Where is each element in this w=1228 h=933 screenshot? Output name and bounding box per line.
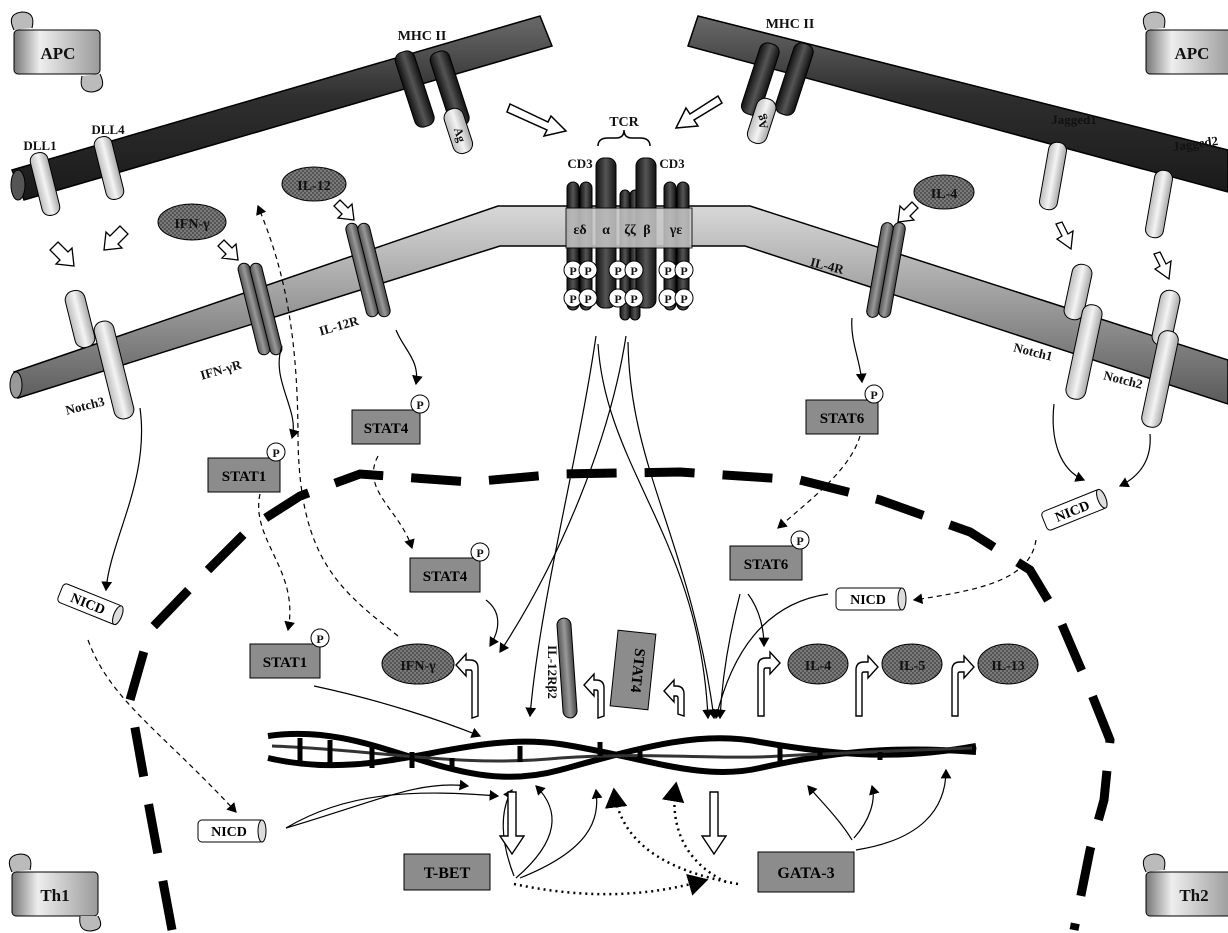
notch3-label: Notch3	[64, 393, 107, 417]
chain-ed-label: εδ	[573, 223, 586, 238]
dna-helix	[268, 734, 976, 777]
svg-text:P: P	[569, 292, 576, 306]
nicd-left-cytoplasm: NICD	[57, 583, 126, 626]
scroll-th2: Th2	[1143, 854, 1228, 916]
stat6-nuclear-label: STAT6	[744, 557, 789, 573]
scroll-th1: Th1	[9, 854, 100, 931]
il12rb2-gene-product: IL-12Rβ2	[545, 618, 577, 719]
ifng-product: IFN-γ	[382, 644, 454, 684]
svg-text:P: P	[680, 264, 687, 278]
nicd-right-cytoplasm: NICD	[1041, 488, 1110, 531]
svg-text:P: P	[476, 546, 483, 560]
scroll-apc-left: APC	[11, 12, 102, 92]
scroll-apc-right: APC	[1143, 12, 1228, 74]
nicd-left-nuclear-label: NICD	[211, 825, 247, 840]
svg-text:P: P	[316, 632, 323, 646]
signal-arrows	[106, 318, 1150, 878]
il5-product-label: IL-5	[899, 659, 925, 674]
stat1-box-top: STAT1 P	[208, 443, 285, 492]
svg-text:P: P	[680, 292, 687, 306]
apc-left-label: APC	[41, 44, 76, 63]
jagged1-label: Jagged1	[1051, 112, 1097, 127]
svg-text:P: P	[664, 264, 671, 278]
il4-cytokine-top: IL-4	[914, 175, 974, 209]
mhc-right-label: MHC II	[766, 17, 815, 32]
mhc-left-label: MHC II	[398, 29, 447, 44]
il5-product: IL-5	[882, 644, 942, 684]
nicd-left-nuclear: NICD	[198, 820, 266, 842]
ifng-cytokine-top: IFN-γ	[158, 204, 226, 240]
il12rb2-label: IL-12Rβ2	[545, 645, 560, 699]
svg-text:P: P	[569, 264, 576, 278]
gata3-box: GATA-3	[758, 852, 854, 892]
arrow-dna-to-gata3	[702, 792, 726, 854]
nicd-right-nuclear-label: NICD	[850, 593, 886, 608]
chain-ge-label: γε	[669, 223, 683, 238]
svg-text:P: P	[584, 292, 591, 306]
dll1-label: DLL1	[23, 138, 56, 153]
il4-product: IL-4	[788, 644, 848, 684]
stat4-box-rotated: STAT4	[610, 630, 656, 710]
dll4-label: DLL4	[91, 122, 125, 137]
stat4-box-nuclear: STAT4 P	[410, 543, 489, 592]
il4-product-label: IL-4	[805, 659, 831, 674]
il13-product-label: IL-13	[991, 659, 1024, 674]
il4-top-label: IL-4	[931, 187, 957, 202]
stat6-box-top: STAT6 P	[806, 385, 883, 434]
tbet-box: T-BET	[404, 854, 490, 890]
il13-product: IL-13	[978, 644, 1038, 684]
cd3-left-label: CD3	[567, 156, 593, 171]
chain-b-label: β	[643, 223, 650, 238]
il12r-label: IL-12R	[317, 313, 361, 339]
il12-cytokine: IL-12	[282, 167, 346, 201]
svg-text:P: P	[416, 398, 423, 412]
th1-label: Th1	[40, 886, 69, 905]
svg-text:P: P	[614, 264, 621, 278]
ifng-top-label: IFN-γ	[174, 217, 210, 232]
hollow-arrow-mhc-right	[676, 96, 722, 128]
svg-text:P: P	[584, 264, 591, 278]
svg-text:P: P	[272, 446, 279, 460]
stat6-box-nuclear: STAT6 P	[730, 531, 809, 580]
chain-zz-label: ζζ	[624, 223, 636, 238]
svg-text:P: P	[870, 388, 877, 402]
stat4-nuclear-label: STAT4	[423, 569, 468, 585]
ifngr-label: IFN-γR	[198, 356, 243, 382]
stat1-top-label: STAT1	[222, 469, 266, 485]
chain-a-label: α	[602, 223, 610, 238]
il12-label: IL-12	[297, 179, 330, 194]
ifng-product-label: IFN-γ	[400, 659, 436, 674]
stat4-box-top: STAT4 P	[352, 395, 429, 444]
svg-text:P: P	[614, 292, 621, 306]
gata3-label: GATA-3	[777, 865, 834, 882]
stat1-nuclear-label: STAT1	[263, 655, 307, 671]
tcr-label: TCR	[609, 115, 639, 130]
stat4-top-label: STAT4	[364, 421, 409, 437]
stat1-box-nuclear: STAT1 P	[250, 629, 329, 678]
th2-label: Th2	[1179, 886, 1208, 905]
cd3-right-label: CD3	[659, 156, 685, 171]
nicd-right-nuclear: NICD	[836, 588, 906, 610]
hollow-arrow-mhc-left	[507, 104, 566, 136]
stat6-top-label: STAT6	[820, 411, 865, 427]
svg-text:P: P	[664, 292, 671, 306]
svg-text:P: P	[630, 264, 637, 278]
tcr-complex: TCR CD3 CD3 εδ α ζζ β γε P P P P P P	[564, 115, 693, 320]
apc-right-label: APC	[1175, 44, 1210, 63]
svg-text:P: P	[796, 534, 803, 548]
svg-text:P: P	[630, 292, 637, 306]
tbet-label: T-BET	[424, 865, 471, 882]
